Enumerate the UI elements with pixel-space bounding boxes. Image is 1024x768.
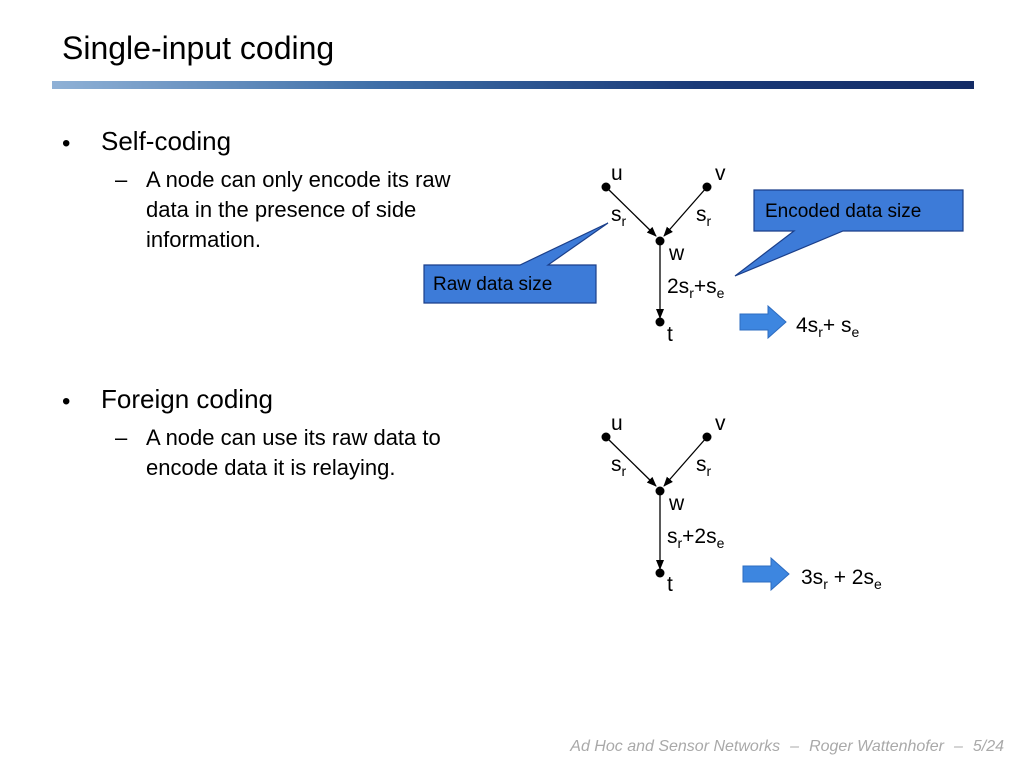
result-arrow-icon [742,556,790,592]
node-t-label: t [667,323,673,346]
result-arrow-icon [739,304,787,340]
diagram-foreign-coding: u v w t sr sr sr+2se 3sr + 2se [601,412,882,596]
title-underline-bar [52,81,974,89]
sub-line: information. [146,227,261,252]
result-total-label: 3sr + 2se [801,566,882,592]
sub-line: encode data it is relaying. [146,455,396,480]
edge-v-label: sr [696,203,712,229]
node-t [655,568,665,578]
node-u [601,182,611,192]
footer-course: Ad Hoc and Sensor Networks [570,738,781,755]
edge-wt-label: 2sr+se [667,275,725,301]
sub-bullet-foreign-coding-text: A node can use its raw data to encode da… [146,423,441,483]
bullet-1-marker: • [62,130,71,157]
sub-line: A node can only encode its raw [146,167,451,192]
node-w-label: w [668,242,685,265]
callout-raw-shape [423,222,609,304]
diagram-self-coding: Raw data size Encoded data size u v w t … [423,162,964,346]
node-v [702,432,712,442]
node-v-label: v [715,412,726,435]
sub-bullet-2-dash: – [115,425,128,450]
result-total-label: 4sr+ se [796,314,859,340]
node-w-label: w [668,492,685,515]
node-v [702,182,712,192]
edge-u-w [605,436,657,487]
node-u-label: u [611,412,623,435]
bullet-2-marker: • [62,388,71,415]
edge-u-label: sr [611,453,627,479]
node-w [655,486,665,496]
edge-v-w [663,436,708,487]
sub-bullet-1-dash: – [115,167,128,192]
edge-u-w [605,186,657,237]
edge-u-label: sr [611,203,627,229]
sub-bullet-self-coding-text: A node can only encode its raw data in t… [146,165,451,255]
callout-raw-data-size: Raw data size [423,222,609,304]
footer-page-number: 5/24 [972,738,1004,755]
footer-separator: – [790,738,800,755]
slide-title: Single-input coding [62,30,335,66]
sub-line: A node can use its raw data to [146,425,441,450]
node-t-label: t [667,573,673,596]
node-u-label: u [611,162,623,185]
node-t [655,317,665,327]
footer-author: Roger Wattenhofer [809,738,944,755]
bullet-self-coding: Self-coding [101,126,232,156]
slide-footer: Ad Hoc and Sensor Networks–Roger Wattenh… [570,738,1004,756]
edge-wt-label: sr+2se [667,525,725,551]
node-u [601,432,611,442]
edge-v-label: sr [696,453,712,479]
footer-separator: – [953,738,963,755]
node-w [655,236,665,246]
edge-v-w [663,186,708,237]
callout-encoded-shape [734,189,964,277]
node-v-label: v [715,162,726,185]
callout-raw-label: Raw data size [433,274,552,295]
callout-encoded-label: Encoded data size [765,201,921,222]
sub-line: data in the presence of side [146,197,417,222]
bullet-foreign-coding: Foreign coding [101,384,273,414]
callout-encoded-data-size: Encoded data size [734,189,964,277]
